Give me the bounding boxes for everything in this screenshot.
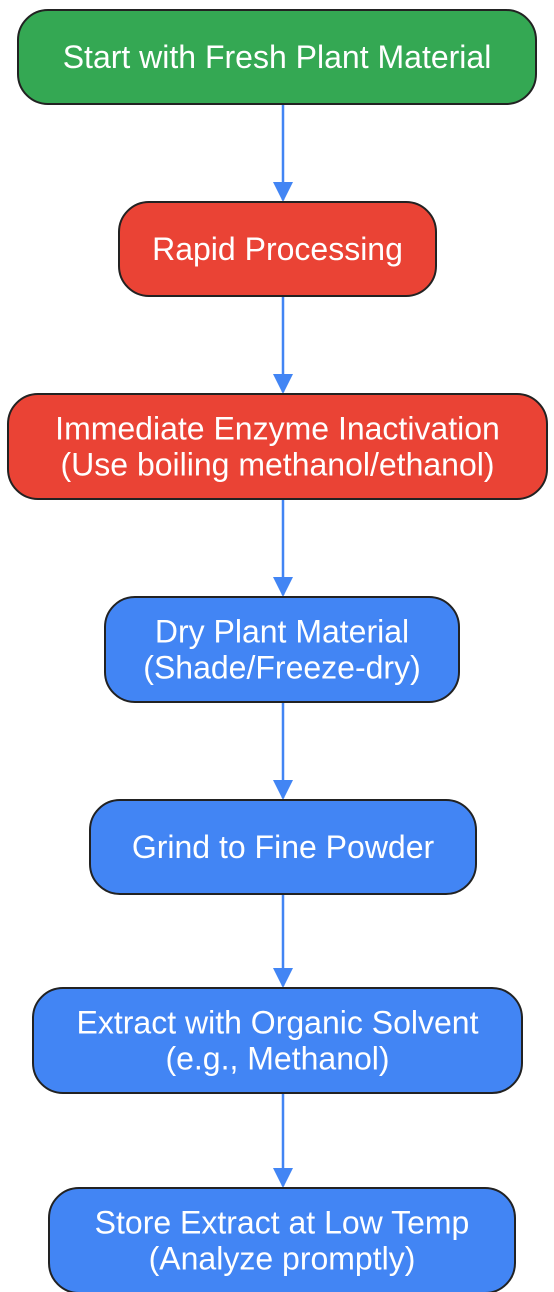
node-rapid-processing: Rapid Processing (118, 201, 437, 297)
node-box (118, 201, 437, 297)
node-box (89, 799, 477, 895)
node-grind-fine-powder: Grind to Fine Powder (89, 799, 477, 895)
node-label-line: Rapid Processing (152, 231, 403, 267)
node-label-line: (Use boiling methanol/ethanol) (60, 447, 494, 483)
node-dry-plant-material: Dry Plant Material(Shade/Freeze-dry) (104, 596, 460, 703)
node-label-line: Store Extract at Low Temp (95, 1205, 470, 1241)
node-box (32, 987, 523, 1094)
node-store-extract-low-temp: Store Extract at Low Temp(Analyze prompt… (48, 1187, 516, 1292)
node-start-fresh-plant-material: Start with Fresh Plant Material (17, 9, 537, 105)
node-box (104, 596, 460, 703)
node-label-line: Extract with Organic Solvent (77, 1005, 479, 1041)
node-label-line: (Shade/Freeze-dry) (143, 650, 420, 686)
node-label-line: Start with Fresh Plant Material (63, 39, 492, 75)
node-label-line: Dry Plant Material (155, 614, 409, 650)
node-label-line: (Analyze promptly) (149, 1241, 416, 1277)
node-box (7, 393, 548, 500)
node-immediate-enzyme-inactivation: Immediate Enzyme Inactivation(Use boilin… (7, 393, 548, 500)
node-label-line: Immediate Enzyme Inactivation (55, 411, 500, 447)
node-extract-organic-solvent: Extract with Organic Solvent(e.g., Metha… (32, 987, 523, 1094)
node-label-line: Grind to Fine Powder (132, 829, 435, 865)
node-box (48, 1187, 516, 1292)
node-box (17, 9, 537, 105)
node-label-line: (e.g., Methanol) (165, 1041, 389, 1077)
